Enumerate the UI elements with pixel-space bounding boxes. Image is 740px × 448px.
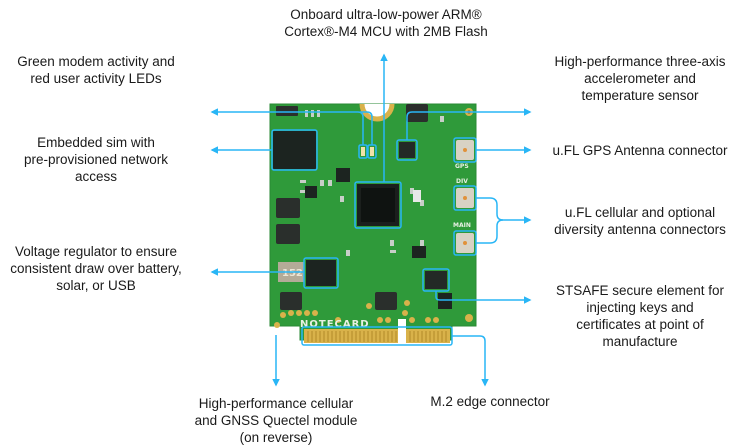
m2-edge-connector-pins xyxy=(304,319,450,343)
svg-text:GPS: GPS xyxy=(455,163,469,170)
callout-m2-connector: M.2 edge connector xyxy=(430,394,550,409)
red-led xyxy=(370,147,374,156)
green-led xyxy=(361,147,365,156)
accelerometer-chip xyxy=(399,142,415,158)
callout-lines xyxy=(210,53,532,387)
voltage-regulator-chip xyxy=(306,260,336,286)
callout-stsafe: STSAFE secure element for injecting keys… xyxy=(555,283,725,349)
esim-chip xyxy=(273,131,316,169)
svg-text:DIV: DIV xyxy=(456,178,468,185)
stsafe-chip xyxy=(425,271,447,289)
ufl-main-connector xyxy=(456,233,474,253)
ufl-div-connector xyxy=(456,188,474,208)
callout-mcu: Onboard ultra-low-power ARM® Cortex®-M4 … xyxy=(284,7,488,39)
callout-leds: Green modem activity and red user activi… xyxy=(17,54,175,86)
board-title-silkscreen: NOTECARD xyxy=(300,319,370,330)
callout-gps-antenna: u.FL GPS Antenna connector xyxy=(552,143,728,158)
highlight-boxes xyxy=(271,129,477,346)
callout-esim: Embedded sim with pre-provisioned networ… xyxy=(23,135,169,184)
callout-cellular-antenna: u.FL cellular and optional diversity ant… xyxy=(554,205,726,237)
ufl-gps-connector xyxy=(456,140,474,160)
callout-voltage-regulator: Voltage regulator to ensure consistent d… xyxy=(10,244,182,293)
callout-accelerometer: High-performance three-axis acceleromete… xyxy=(554,54,726,103)
svg-text:152: 152 xyxy=(282,268,303,279)
svg-text:MAIN: MAIN xyxy=(453,222,471,229)
notecard-board: NOTECARD 152 xyxy=(269,103,477,343)
callout-quectel-module: High-performance cellular and GNSS Quect… xyxy=(194,396,358,445)
